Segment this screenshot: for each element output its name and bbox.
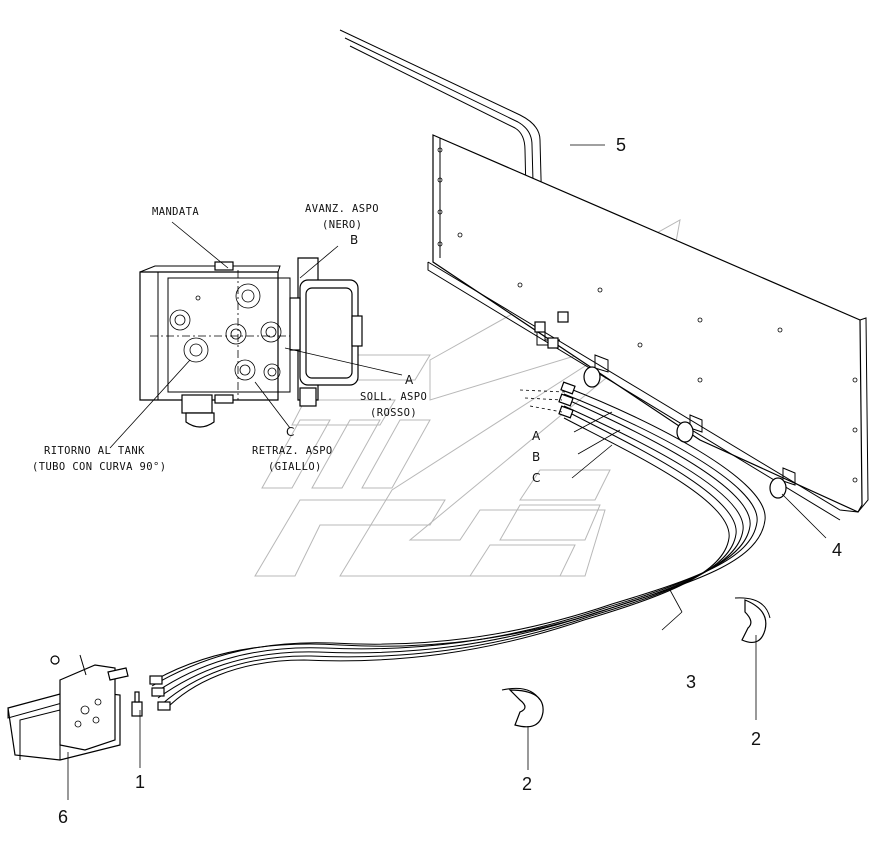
callout-1: 1 [135,772,145,792]
label-hose-a: A [532,429,541,443]
mounting-bracket [7,654,143,761]
callout-2-right: 2 [751,729,761,749]
label-point-c: C [286,425,294,439]
callout-numbers: 5 4 3 2 2 1 6 [58,135,842,827]
callout-6: 6 [58,807,68,827]
label-ritorno-tube: (TUBO CON CURVA 90°) [32,461,166,473]
callout-3: 3 [686,672,696,692]
callout-2-center: 2 [522,774,532,794]
hose-bundle [149,381,766,711]
label-point-a: A [405,373,414,387]
diagram-labels: MANDATA AVANZ. ASPO (NERO) B A SOLL. ASP… [32,203,541,485]
label-mandata: MANDATA [152,206,199,218]
clip-right [734,597,771,643]
label-hose-c: C [532,471,540,485]
leader-lines [67,144,827,800]
clip-center [501,687,544,728]
label-avanz-color: (NERO) [322,219,362,231]
valve-block [139,257,363,428]
callout-4: 4 [832,540,842,560]
label-soll-color: (ROSSO) [370,407,417,419]
label-avanz-aspo: AVANZ. ASPO [305,203,379,215]
label-soll-aspo: SOLL. ASPO [360,391,427,403]
label-ritorno-tank: RITORNO AL TANK [44,445,145,457]
label-retraz-aspo: RETRAZ. ASPO [252,445,333,457]
frame-panel [339,29,869,521]
label-retraz-color: (GIALLO) [268,461,322,473]
label-hose-b: B [532,450,540,464]
callout-5: 5 [616,135,626,155]
label-point-b: B [350,233,358,247]
